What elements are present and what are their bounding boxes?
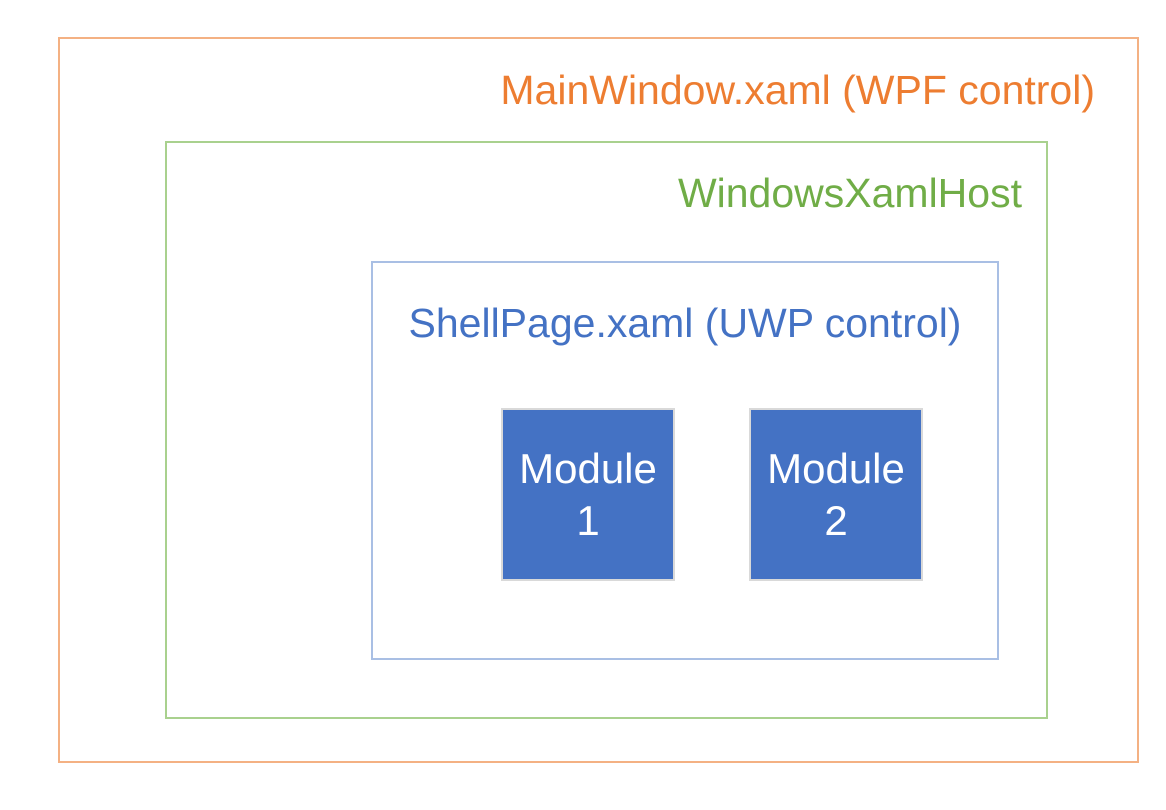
mainwindow-wpf-label: MainWindow.xaml (WPF control)	[500, 67, 1095, 113]
windowsxamlhost-box	[165, 141, 1048, 719]
module-2-label: Module 2	[767, 444, 905, 544]
shellpage-uwp-label: ShellPage.xaml (UWP control)	[408, 300, 962, 346]
mainwindow-wpf-box	[58, 37, 1139, 763]
windowsxamlhost-label: WindowsXamlHost	[677, 170, 1022, 216]
module-1-label: Module 1	[519, 444, 657, 544]
module-2-box: Module 2	[749, 408, 923, 581]
shellpage-uwp-box	[371, 261, 999, 660]
module-1-box: Module 1	[501, 408, 675, 581]
